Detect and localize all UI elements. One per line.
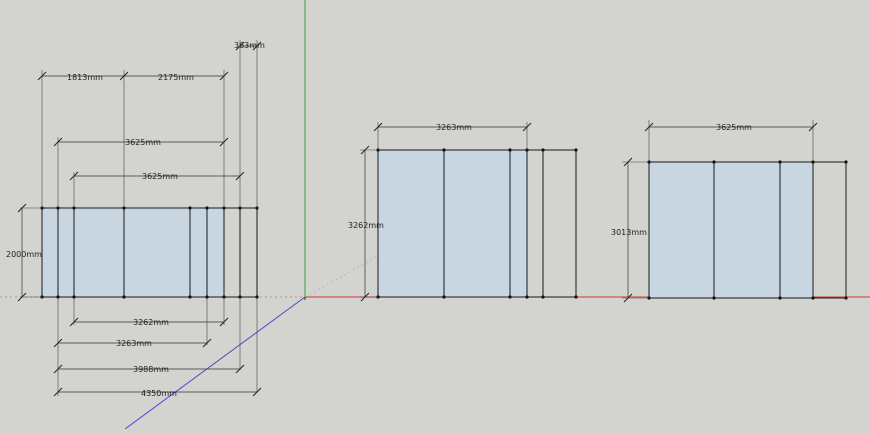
right-extension-lines [622,120,814,299]
middle-panel-edges [443,149,577,298]
model-left[interactable]: 363mm 1813mm 2175mm 3625mm 3625mm 2000mm… [6,40,265,398]
dim-lower-3-label: 3988mm [133,365,169,374]
right-dim-height-label: 3013mm [611,228,647,237]
right-face[interactable] [648,161,814,299]
middle-dimension-lines [364,126,527,297]
dim-lower-4-label: 4350mm [141,389,177,398]
right-dim-top-label: 3625mm [716,123,752,132]
blue-axis [124,296,306,430]
dim-lower-1-label: 3262mm [133,318,169,327]
middle-dim-height-label: 3262mm [348,221,384,230]
left-dimension-lines [21,45,257,393]
dim-upper-2-label: 3625mm [142,172,178,181]
right-panel-edges [713,161,847,299]
dim-top-small-label: 363mm [234,41,265,50]
green-axis-dotted [304,254,381,298]
dim-upper-1-label: 3625mm [125,138,161,147]
left-dimension-ticks [17,41,262,397]
left-extension-lines [20,40,258,396]
middle-dimension-ticks [360,122,532,302]
right-dimension-ticks [623,122,818,303]
right-dimension-lines [627,126,813,298]
dim-height-label: 2000mm [6,250,42,259]
model-middle[interactable]: 3263mm 3262mm [348,122,578,302]
model-right[interactable]: 3625mm 3013mm [611,120,848,303]
dim-top-a-label: 1813mm [67,73,103,82]
middle-face[interactable] [377,149,528,298]
middle-dim-top-label: 3263mm [436,123,472,132]
dim-lower-2-label: 3263mm [116,339,152,348]
left-face[interactable] [41,207,225,298]
dim-top-b-label: 2175mm [158,73,194,82]
middle-vertices [376,148,578,299]
